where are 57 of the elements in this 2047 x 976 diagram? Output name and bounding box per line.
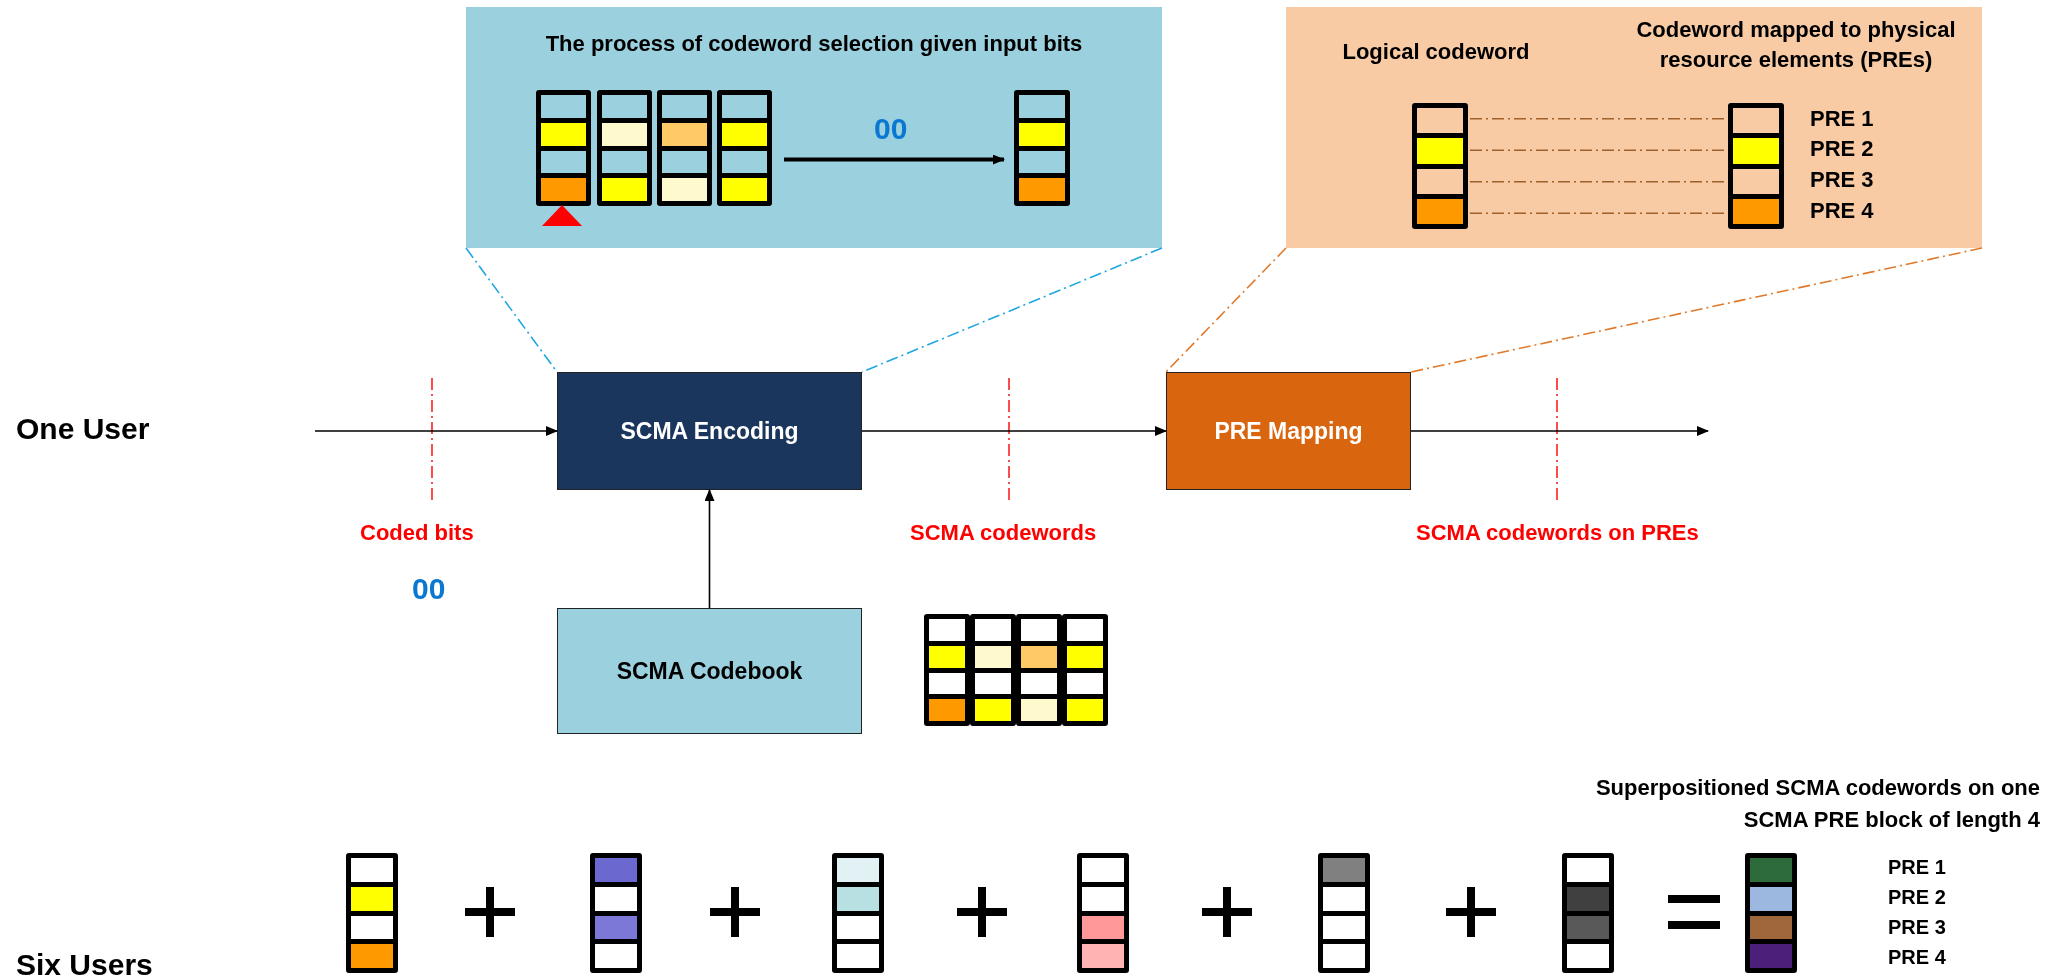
leader-line [861, 247, 1163, 373]
text-label: PRE 4 [1888, 946, 1946, 969]
box-label: SCMA Encoding [619, 416, 800, 446]
codeword-column [1318, 853, 1370, 973]
box-label: PRE Mapping [1213, 416, 1364, 446]
leader-line [1410, 247, 1983, 373]
box-label: SCMA Codebook [615, 656, 804, 686]
text-label: PRE 2 [1888, 886, 1946, 909]
leader-line [1469, 149, 1727, 152]
text-label: SCMA codewords on PREs [1416, 520, 1699, 546]
codeword-column [1016, 614, 1062, 726]
arrow [314, 426, 558, 436]
text-label: PRE 3 [1888, 916, 1946, 939]
process-box [557, 372, 862, 490]
process-box [1166, 372, 1411, 490]
codeword-column [832, 853, 884, 973]
text-label: PRE 1 [1888, 856, 1946, 879]
callout-panel [466, 7, 1162, 248]
codeword-column [924, 614, 970, 726]
codeword-column [536, 90, 591, 206]
text-label: One User [16, 412, 150, 446]
codeword-column [1014, 90, 1070, 206]
leader-line [1165, 247, 1287, 373]
codeword-column [346, 853, 398, 973]
leader-line [1469, 180, 1727, 183]
codeword-column [590, 853, 642, 973]
leader-line [1469, 117, 1727, 120]
text-label: SCMA codewords [910, 520, 1097, 546]
text-label: Coded bits [360, 520, 474, 546]
arrow [861, 426, 1167, 436]
text-label: 00 [412, 572, 446, 606]
arrow [1410, 426, 1709, 436]
panel-heading: Logical codeword [1341, 38, 1531, 66]
codeword-column [970, 614, 1016, 726]
codeword-column [1562, 853, 1614, 973]
text-label: Six Users [16, 948, 153, 976]
process-box [557, 608, 862, 734]
arrow [784, 154, 1005, 165]
codeword-column [717, 90, 772, 206]
codeword-column [1745, 853, 1797, 973]
codeword-column [1077, 853, 1129, 973]
callout-panel [1286, 7, 1982, 248]
codeword-column [1728, 103, 1784, 229]
panel-heading: The process of codeword selection given input bits [544, 30, 1084, 58]
arrow [704, 489, 715, 609]
codeword-column [1062, 614, 1108, 726]
leader-line [1469, 212, 1727, 215]
text-label: PRE 2 [1810, 136, 1874, 162]
panel-heading: Codeword mapped to physical resource elements (PREs) [1635, 16, 1957, 74]
codeword-column [657, 90, 712, 206]
codeword-column [1412, 103, 1468, 229]
text-label: PRE 4 [1810, 198, 1874, 224]
edge-label: 00 [874, 111, 908, 146]
text-label: PRE 3 [1810, 167, 1874, 193]
text-label: PRE 1 [1810, 106, 1874, 132]
text-label: Superpositioned SCMA codewords on one SCMA PRE block of length 4 [1594, 774, 2040, 834]
codeword-column [597, 90, 652, 206]
